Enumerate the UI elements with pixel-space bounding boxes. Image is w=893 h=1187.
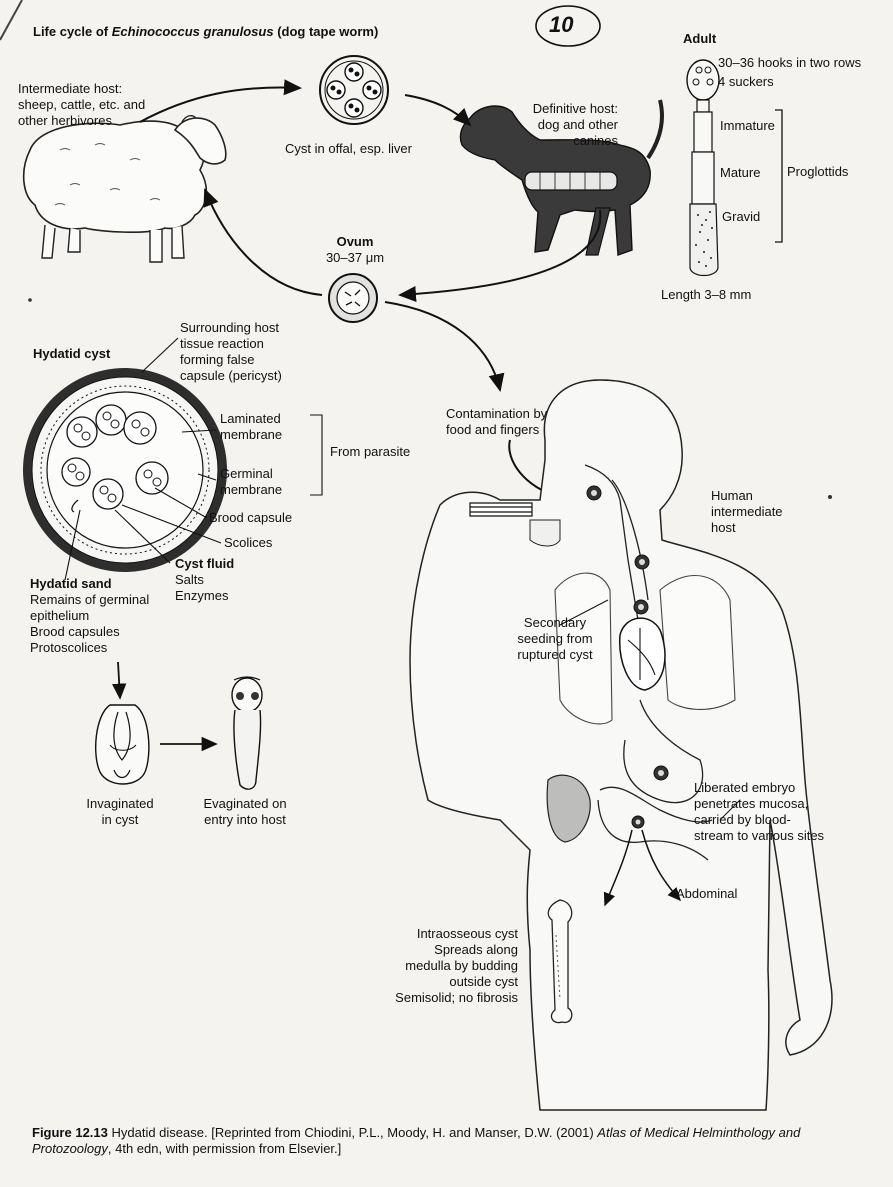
hydatid-cyst-heading: Hydatid cyst [33,346,111,361]
dog-illustration [459,99,664,256]
cyst-fluid-heading: Cyst fluid [175,556,235,571]
hydatid-sand-items: Remains of germinal epithelium Brood cap… [30,592,150,655]
gravid-label: Gravid [722,209,761,224]
length-label: Length 3–8 mm [661,287,752,302]
abdominal-label: Abdominal [676,886,738,901]
cyst-fluid-items: Salts Enzymes [175,572,229,603]
title-species: Echinococcus granulosus [111,24,274,39]
intraosseous-label: Intraosseous cyst Spreads along medulla … [395,926,518,1005]
caption-figure-number: Figure 12.13 [32,1125,108,1140]
speck [828,495,832,499]
liberated-embryo-leader [719,799,741,821]
ovum-illustration [328,273,378,323]
proglottids-label: Proglottids [787,164,849,179]
human-host-label: Human intermediate host [711,488,783,535]
scolices-label: Scolices [224,535,273,550]
definitive-host-label: Definitive host: dog and other canines [532,101,618,148]
evaginated-protoscolex-illustration [231,676,263,790]
migrating-embryos [586,485,669,829]
dissemination-arrows [603,829,682,907]
hydatid-cyst-illustration [23,368,227,572]
caption-text-2: , 4th edn, with permission from Elsevier… [107,1141,342,1156]
liberated-embryo-label: Liberated embryo penetrates mucosa, carr… [694,780,825,843]
evaginated-label: Evaginated on entry into host [203,796,287,827]
from-parasite-label: From parasite [330,444,411,459]
sheep-illustration [22,114,227,263]
corner-mark [0,0,23,41]
laminated-membrane-label: Laminated membrane [220,411,283,442]
contamination-label: Contamination by food and fingers [446,406,548,437]
figure-caption: Figure 12.13 Hydatid disease. [Reprinted… [32,1125,872,1157]
suckers-label: 4 suckers [718,74,774,89]
diagram-title: Life cycle of Echinococcus granulosus (d… [33,24,378,40]
page-number: 10 [549,12,574,37]
adult-worm-illustration [686,59,783,277]
human-figure-illustration [409,379,833,1111]
ovum-size-label: 30–37 μm [325,250,385,265]
hydatid-leader-lines [64,337,323,581]
mature-label: Mature [720,165,761,180]
caption-book-title-2: Protozoology [32,1141,108,1156]
hydatid-sand-heading: Hydatid sand [30,576,112,591]
secondary-seeding-leader [559,599,609,626]
invaginated-label: Invaginated in cyst [86,796,154,827]
caption-book-title: Atlas of Medical Helminthology and [597,1125,801,1140]
caption-text-1: Hydatid disease. [Reprinted from Chiodin… [107,1125,598,1140]
hooks-label: 30–36 hooks in two rows [718,55,862,70]
speck [28,298,32,302]
immature-label: Immature [720,118,775,133]
surrounding-tissue-label: Surrounding host tissue reaction forming… [180,320,282,383]
secondary-seeding-label: Secondary seeding from ruptured cyst [517,615,593,662]
intermediate-host-label: Intermediate host: sheep, cattle, etc. a… [18,81,146,128]
brood-capsule-label: Brood capsule [209,510,293,525]
adult-label: Adult [683,31,717,46]
title-suffix: (dog tape worm) [273,24,379,39]
page-number-circle [535,5,601,47]
title-prefix: Life cycle of [33,24,112,39]
sand-to-invaginated-arrow [112,661,127,700]
invaginated-protoscolex-illustration [95,704,150,785]
germinal-membrane-label: Germinal membrane [220,466,283,497]
offal-cyst-illustration [319,55,389,125]
cyst-offal-label: Cyst in offal, esp. liver [285,141,412,156]
ovum-label: Ovum [336,234,374,249]
